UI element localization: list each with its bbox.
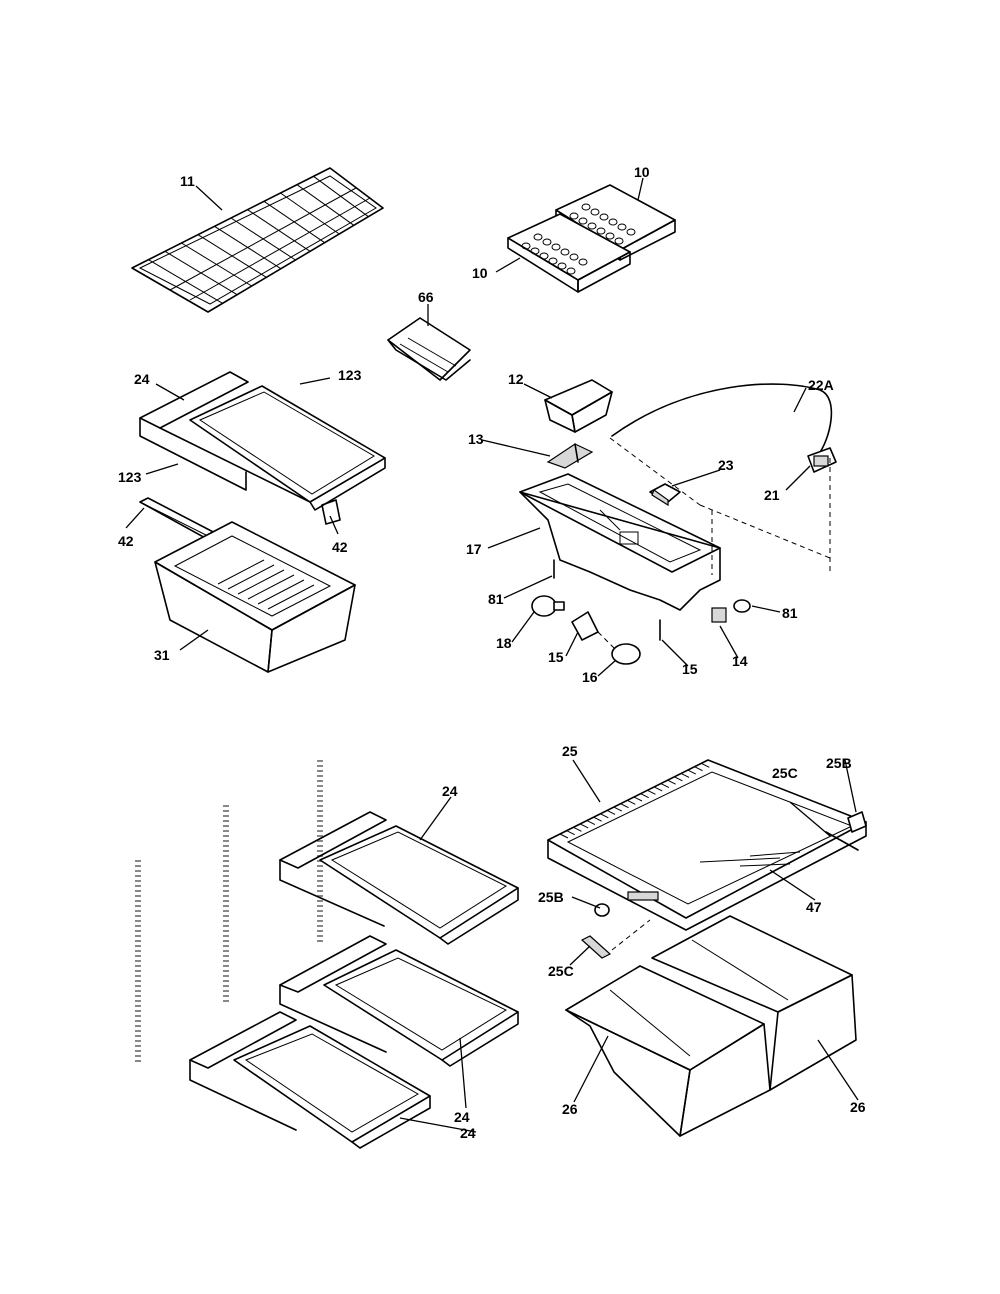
callout-15-right: 16 bbox=[582, 669, 598, 685]
bulb-part-15-right bbox=[611, 643, 641, 665]
rack-part-66 bbox=[387, 317, 471, 381]
callout-21: 21 bbox=[764, 487, 780, 503]
shelf-part-24-middle bbox=[279, 935, 519, 1067]
callout-24-lower: 24 bbox=[460, 1125, 476, 1141]
callout-14: 14 bbox=[732, 653, 748, 669]
socket-part-16 bbox=[571, 611, 617, 651]
callout-42-right: 42 bbox=[332, 539, 348, 555]
callout-24-top: 24 bbox=[134, 371, 150, 387]
callout-15-left: 18 bbox=[496, 635, 512, 651]
callout-10-right: 10 bbox=[634, 164, 650, 180]
panel-dash bbox=[609, 437, 831, 575]
callout-leaders bbox=[125, 177, 859, 1133]
callout-123-left: 123 bbox=[118, 469, 142, 485]
callout-13: 13 bbox=[468, 431, 484, 447]
callout-25B-right: 25B bbox=[826, 755, 852, 771]
switch-part-14 bbox=[711, 607, 727, 623]
callout-23: 23 bbox=[718, 457, 734, 473]
callout-81-left: 81 bbox=[488, 591, 504, 607]
callout-22A: 22A bbox=[808, 377, 834, 393]
callout-25C-right: 25C bbox=[772, 765, 798, 781]
support-rails bbox=[135, 760, 323, 1065]
crisper-drawer-part-31 bbox=[154, 521, 356, 673]
crisper-drawer-part-26-right bbox=[651, 915, 857, 1091]
wire-shelf-part-11 bbox=[131, 167, 384, 313]
socket-part-18 bbox=[733, 599, 751, 613]
callout-24-upper: 24 bbox=[442, 783, 458, 799]
shelf-part-24-upper bbox=[279, 811, 519, 945]
cap-part-25B-left bbox=[594, 903, 610, 917]
callout-47: 47 bbox=[806, 899, 822, 915]
callout-25B-left: 25B bbox=[538, 889, 564, 905]
callout-16: 15 bbox=[548, 649, 564, 665]
pin-part-25C-right bbox=[825, 831, 859, 851]
callout-81-right: 15 bbox=[682, 661, 698, 677]
crisper-drawer-part-26-left bbox=[565, 965, 771, 1137]
cap-part-25B-right bbox=[847, 811, 867, 833]
callout-25: 25 bbox=[562, 743, 578, 759]
callout-18: 81 bbox=[782, 605, 798, 621]
callout-labels: 11 10 10 66 24 123 123 42 42 31 12 13 22… bbox=[118, 164, 866, 1141]
callout-10-left: 10 bbox=[472, 265, 488, 281]
crisper-cover-part-25 bbox=[547, 759, 867, 931]
shelf-part-24-lower bbox=[189, 1011, 431, 1149]
pin-part-25C-left bbox=[580, 919, 651, 959]
callout-31: 31 bbox=[154, 647, 170, 663]
callout-26-right: 26 bbox=[850, 1099, 866, 1115]
shelf-part-24-top bbox=[139, 371, 386, 511]
callout-11: 11 bbox=[180, 173, 195, 189]
callout-25C-left: 25C bbox=[548, 963, 574, 979]
ice-tray-part-10-left bbox=[507, 213, 631, 293]
cover-part-12 bbox=[544, 379, 613, 433]
callout-24-middle: 24 bbox=[454, 1109, 470, 1125]
cable-part-22A bbox=[611, 383, 833, 456]
switch-part-23 bbox=[649, 483, 681, 507]
callout-42-left: 42 bbox=[118, 533, 134, 549]
callout-26-left: 26 bbox=[562, 1101, 578, 1117]
thermostat-part-21 bbox=[807, 447, 837, 473]
light-housing-part-17 bbox=[519, 473, 721, 611]
callout-66: 66 bbox=[418, 289, 434, 305]
callout-17: 17 bbox=[466, 541, 482, 557]
bulb-part-15-left bbox=[531, 595, 565, 617]
damper-part-13 bbox=[546, 443, 594, 469]
callout-123-right: 123 bbox=[338, 367, 362, 383]
callout-12: 12 bbox=[508, 371, 524, 387]
